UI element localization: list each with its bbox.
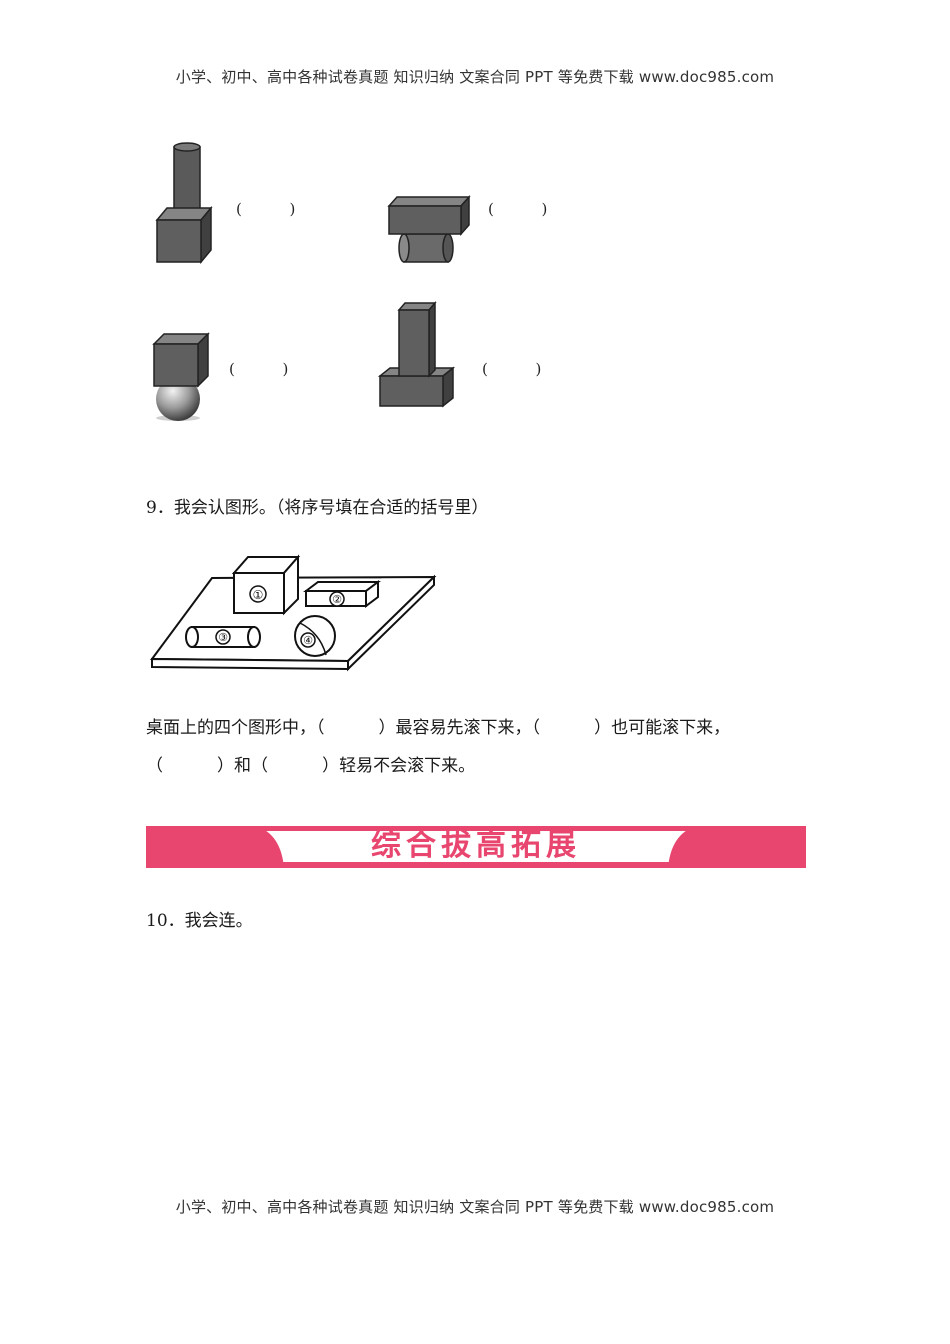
shape-label-4: ④: [303, 634, 313, 647]
shape-label-1: ①: [253, 588, 264, 602]
line1-part-a: 桌面上的四个图形中，（: [146, 718, 325, 738]
line2-part-c: ）轻易不会滚下来。: [322, 756, 476, 776]
shape-label-2: ②: [332, 593, 342, 606]
question-9-line-1: 桌面上的四个图形中，（ ）最容易先滚下来，（ ）也可能滚下来，: [146, 713, 730, 738]
section-banner-title: 综合拔高拓展: [371, 828, 581, 863]
question-9-title: 9．我会认图形。（将序号填在合适的括号里）: [146, 498, 489, 518]
cube-on-sphere-figure: [152, 332, 210, 421]
tall-cuboid-on-flat-cuboid-figure: [377, 300, 456, 408]
blank-not-roll-2[interactable]: [268, 756, 322, 776]
answer-blank-3[interactable]: ( ): [229, 360, 289, 378]
question-9-line-2: （ ）和（ ）轻易不会滚下来。: [146, 751, 475, 776]
answer-blank-4[interactable]: ( ): [482, 360, 542, 378]
cuboid-on-cylinder-figure: [387, 195, 471, 263]
shape-label-3: ③: [218, 631, 228, 644]
line2-part-a: （: [146, 756, 163, 776]
blank-also-possible[interactable]: [540, 718, 594, 738]
section-banner: 综合拔高拓展: [146, 826, 806, 868]
answer-blank-1[interactable]: ( ): [236, 200, 296, 218]
blank-not-roll-1[interactable]: [163, 756, 217, 776]
page-footer: 小学、初中、高中各种试卷真题 知识归纳 文案合同 PPT 等免费下载 www.d…: [175, 1198, 775, 1216]
answer-blank-2[interactable]: ( ): [488, 200, 548, 218]
line2-part-b: ）和（: [217, 756, 269, 776]
cylinder-on-cube-figure: [155, 142, 213, 265]
line1-part-c: ）也可能滚下来，: [594, 718, 731, 738]
question-10-title: 10．我会连。: [146, 911, 253, 931]
page-header: 小学、初中、高中各种试卷真题 知识归纳 文案合同 PPT 等免费下载 www.d…: [175, 68, 775, 86]
blank-most-likely[interactable]: [325, 718, 379, 738]
table-with-shapes-figure: ① ② ③ ④: [150, 554, 437, 672]
line1-part-b: ）最容易先滚下来，（: [378, 718, 541, 738]
